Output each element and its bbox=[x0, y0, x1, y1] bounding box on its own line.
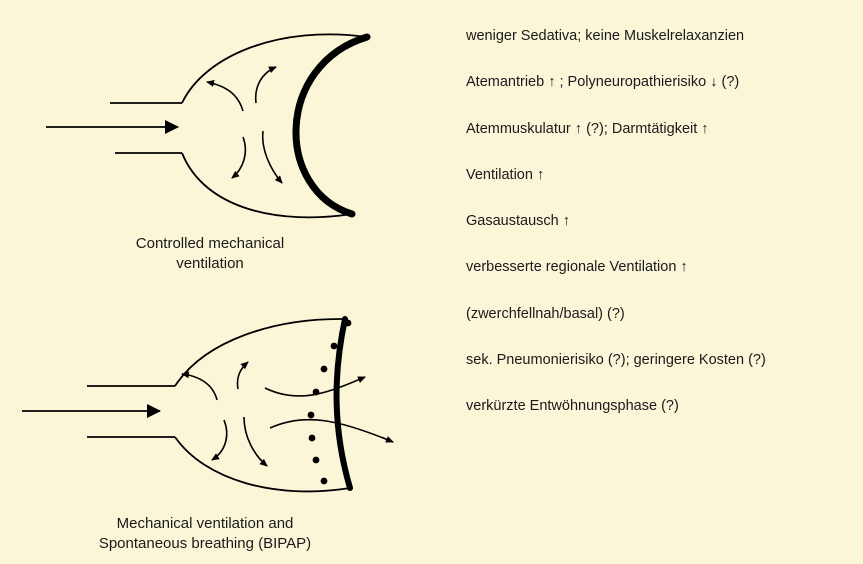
flow-arrow bbox=[244, 417, 267, 466]
flow-arrow bbox=[212, 420, 227, 460]
diagram-1-caption: Controlled mechanical ventilation bbox=[70, 234, 350, 274]
diagram-2-caption: Mechanical ventilation and Spontaneous b… bbox=[60, 514, 350, 554]
diaphragm bbox=[337, 319, 350, 488]
effect-item: sek. Pneumonierisiko (?); geringere Kost… bbox=[466, 349, 766, 372]
flow-arrow-through-diaphragm bbox=[270, 420, 393, 442]
flow-arrow bbox=[182, 374, 217, 400]
ventilation-diagrams bbox=[0, 0, 460, 564]
effects-list: weniger Sedativa; keine Muskelrelaxanzie… bbox=[466, 25, 766, 442]
caption-line: ventilation bbox=[70, 254, 350, 274]
effect-item: Ventilation ↑ bbox=[466, 164, 766, 187]
caption-line: Mechanical ventilation and bbox=[60, 514, 350, 534]
diaphragm bbox=[296, 37, 367, 214]
lung-outline-lower bbox=[182, 153, 352, 217]
effect-item: (zwerchfellnah/basal) (?) bbox=[466, 303, 766, 326]
caption-line: Controlled mechanical bbox=[70, 234, 350, 254]
effect-item: Atemantrieb ↑ ; Polyneuropathierisiko ↓ … bbox=[466, 71, 766, 94]
effect-item: weniger Sedativa; keine Muskelrelaxanzie… bbox=[466, 25, 766, 48]
lung-outline-upper bbox=[175, 319, 345, 386]
effect-item: verkürzte Entwöhnungsphase (?) bbox=[466, 395, 766, 418]
effect-item: verbesserte regionale Ventilation ↑ bbox=[466, 256, 766, 279]
effect-item: Atemmuskulatur ↑ (?); Darmtätigkeit ↑ bbox=[466, 118, 766, 141]
flow-arrow bbox=[232, 137, 245, 178]
lung-outline-upper bbox=[182, 34, 367, 103]
flow-arrow bbox=[263, 131, 282, 183]
bipap-ventilation-lung bbox=[22, 319, 393, 491]
effect-item: Gasaustausch ↑ bbox=[466, 210, 766, 233]
controlled-ventilation-lung bbox=[46, 34, 367, 217]
flow-arrow bbox=[237, 362, 248, 389]
flow-arrow bbox=[256, 67, 276, 103]
caption-line: Spontaneous breathing (BIPAP) bbox=[60, 534, 350, 554]
flow-arrow bbox=[207, 82, 243, 111]
